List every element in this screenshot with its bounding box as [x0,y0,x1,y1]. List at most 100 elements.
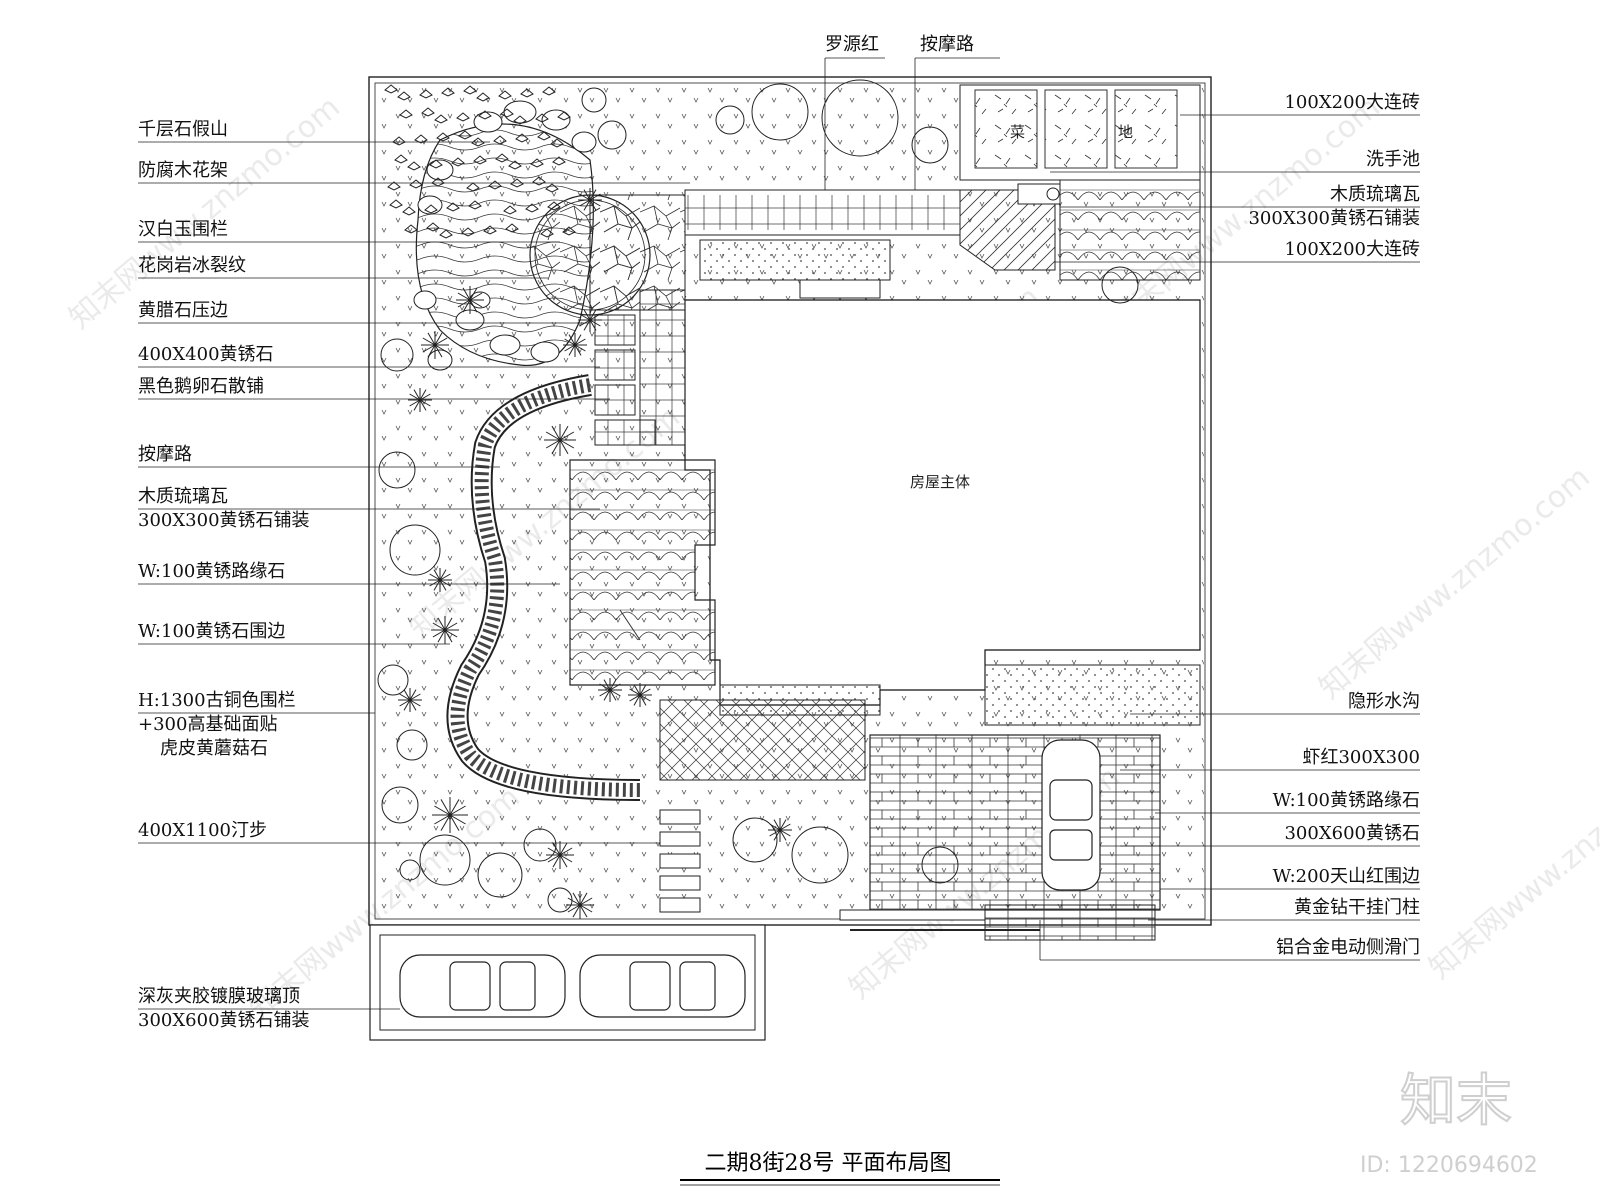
annotation-label: 100X200大连砖 [1284,239,1420,260]
rockery-foliage [409,179,423,189]
rockery-foliage [397,91,411,101]
shrub-symbol [544,424,576,456]
annotation-label: 虎皮黄蘑菇石 [160,738,268,759]
annotation-label: 300X600黄锈石 [1284,823,1420,844]
annotation-label: 花岗岩冰裂纹 [138,255,246,276]
tree-canopy [791,826,849,884]
rockery-foliage [493,135,507,145]
brand-id: ID: 1220694602 [1360,1153,1538,1178]
rockery-foliage [463,85,477,95]
rockery-foliage [424,204,438,214]
rockery-foliage [387,181,401,191]
rockery-foliage [530,158,544,168]
rockery-foliage [515,133,529,143]
site-boundary [368,76,1212,926]
tree-canopy [380,338,414,372]
rockery-foliage [510,178,524,188]
tree-canopy [597,120,627,150]
wash-basin [1017,183,1061,205]
rockery-foliage [532,176,546,186]
shrub-symbol [566,891,594,919]
watermark-text: 知末网www.znzmo.com [1423,740,1600,986]
rockery-foliage [407,161,421,171]
tree-canopy [419,834,471,886]
rockery-foliage [535,113,549,123]
annotation-top: 罗源红按摩路 [824,34,1000,190]
annotation-label: 按摩路 [138,444,192,465]
rockery-foliage [547,201,561,211]
rockery-foliage [434,114,448,124]
rockery-foliage [562,226,576,236]
rockery-foliage [545,183,559,193]
rockery-foliage [476,92,490,102]
shrub-symbol [398,688,422,712]
shrub-symbol [431,616,459,644]
annotation-label: 罗源红 [825,34,879,55]
house-label: 房屋主体 [910,473,970,491]
tiled-pavilion-paving [569,459,716,686]
rockery-foliage [520,88,534,98]
tree-canopy [1101,266,1139,304]
drawing-title-text: 二期8街28号 平面布局图 [705,1151,952,1176]
rockery-foliage [498,90,512,100]
rockery-foliage [441,87,455,97]
tree-canopy [396,729,428,761]
annotation-label: 汉白玉围栏 [138,219,228,240]
annotation-label: W:100黄锈路缘石 [138,561,285,582]
annotation-label: 400X1100汀步 [138,820,267,841]
shrub-symbol [428,568,452,592]
rockery-foliage [426,222,440,232]
tree-canopy [389,524,441,576]
annotation-label: 木质琉璃瓦 [138,486,228,507]
rockery-foliage [473,155,487,165]
tree-canopy [377,664,409,696]
car-driveway [1041,739,1101,891]
wash-basin-bowl [1046,187,1060,201]
annotation-label: 洗手池 [1366,149,1420,170]
annotation-label: 虾红300X300 [1302,747,1420,768]
stepping-stones [659,809,701,913]
rockery-foliage [394,154,408,164]
tree-canopy [921,846,959,884]
rockery-foliage [458,130,472,140]
rockery-foliage [421,107,435,117]
rockery-foliage [399,109,413,119]
rockery-foliage [483,225,497,235]
annotation-label: 300X600黄锈石铺装 [138,1010,310,1031]
rockery-foliage [446,202,460,212]
rockery-foliage [540,228,554,238]
rockery-foliage [505,223,519,233]
rockery-foliage [466,182,480,192]
rockery-foliage [552,156,566,166]
vegetable-plot-label-2: 地 [1118,123,1133,141]
rockery-foliage [557,111,571,121]
annotation-label: 黄腊石压边 [138,300,228,321]
annotation-label: W:100黄锈石围边 [138,621,285,642]
rockery-foliage [495,153,509,163]
tree-canopy [911,126,949,164]
tree-canopy [378,451,416,489]
rockery-foliage [404,224,418,234]
rockery-foliage [436,132,450,142]
rockery-foliage [429,159,443,169]
shrub-symbol [578,188,602,212]
annotation-label: 100X200大连砖 [1284,92,1420,113]
brand-logo: 知末 [1400,1069,1512,1134]
rockery-foliage [503,205,517,215]
shrub-symbol [563,333,587,357]
tree-canopy [477,852,523,898]
rockery-foliage [508,160,522,170]
annotation-label: 千层石假山 [138,119,228,140]
shrub-symbol [432,797,468,833]
annotation-label: 300X300黄锈石铺装 [138,510,310,531]
rockery-foliage [402,206,416,216]
rockery-foliage [389,199,403,209]
rockery-foliage [419,89,433,99]
tree-canopy [523,828,557,862]
rockery-foliage [456,112,470,122]
driveway-paving [839,664,1201,941]
annotation-label: W:200天山红围边 [1273,866,1420,887]
shrub-symbol [768,818,792,842]
annotation-label: 防腐木花架 [138,160,228,181]
